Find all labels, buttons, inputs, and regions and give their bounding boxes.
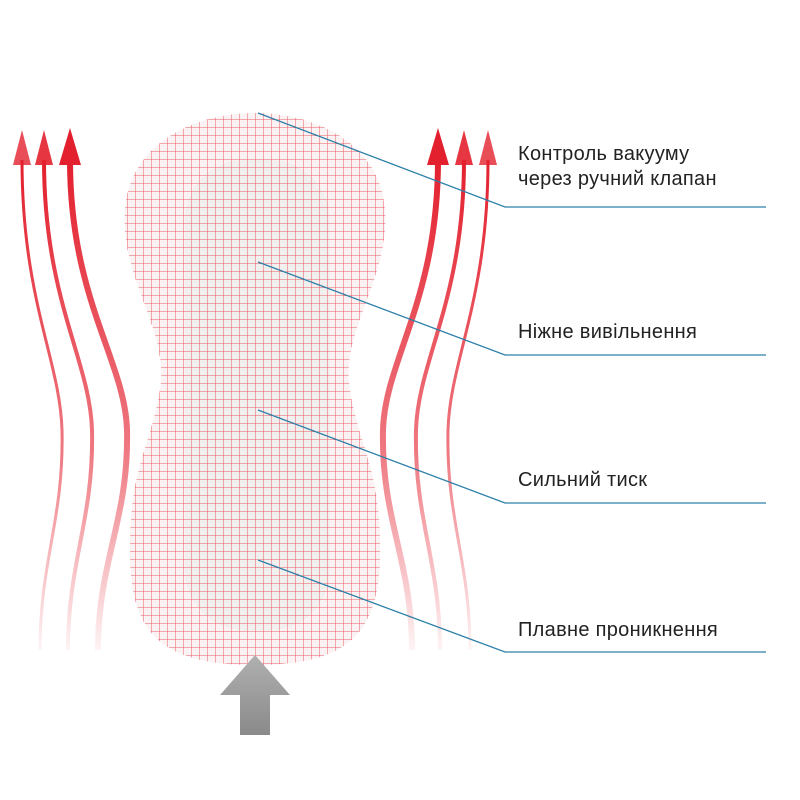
leader-lines [257, 112, 766, 653]
label-line: через ручний клапан [518, 168, 717, 190]
label-vacuum-control: Контроль вакууму через ручний клапан [518, 142, 717, 192]
arrowheads-left [13, 128, 81, 165]
push-arrow-icon [220, 655, 290, 735]
label-gentle-release: Ніжне вивільнення [518, 321, 698, 343]
airflow-arrows-left [20, 159, 131, 651]
arrowheads-right [427, 128, 497, 165]
label-smooth-penetration: Плавне проникнення [518, 619, 719, 641]
label-line: Контроль вакууму [518, 143, 690, 165]
label-strong-pressure: Сильний тиск [518, 469, 648, 491]
device-shape [124, 113, 386, 665]
airflow-arrows-right [379, 159, 490, 651]
